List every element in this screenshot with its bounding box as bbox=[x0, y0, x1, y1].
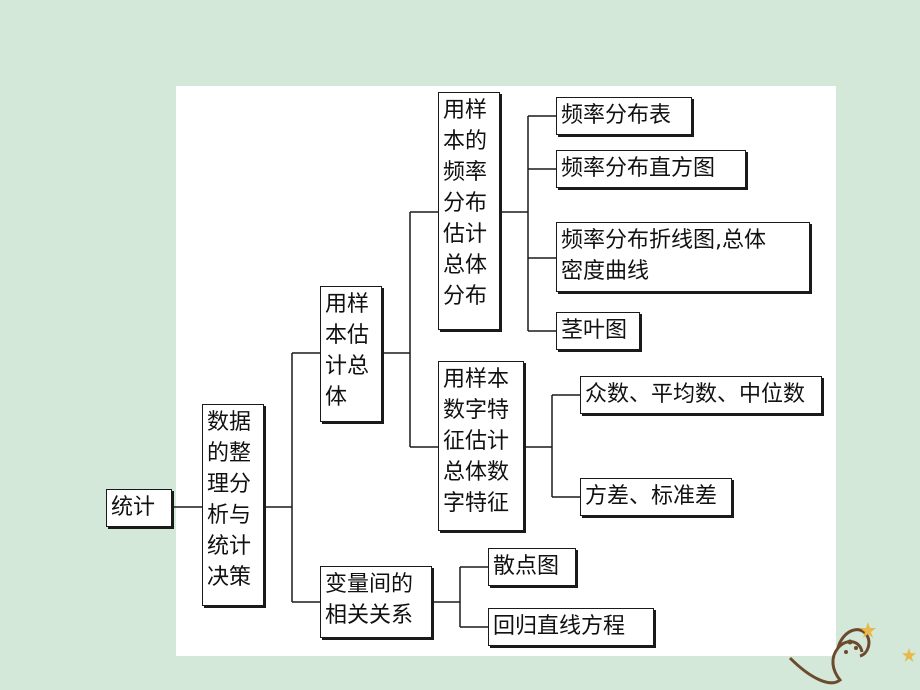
mushroom-decoration-icon bbox=[788, 628, 871, 685]
leaf-a1-3: 频率分布折线图,总体 密度曲线 bbox=[556, 222, 810, 292]
leaf-a2-1: 众数、平均数、中位数 bbox=[580, 376, 822, 414]
node-branch-b: 变量间的 相关关系 bbox=[320, 566, 432, 638]
leaf-a1-4: 茎叶图 bbox=[556, 312, 640, 350]
leaf-a1-1: 频率分布表 bbox=[556, 97, 692, 135]
node-sub-a2: 用样本 数字特 征估计 总体数 字特征 bbox=[438, 361, 524, 531]
node-branch-a: 用样 本估 计总 体 bbox=[320, 286, 382, 422]
node-level1: 数据 的整 理分 析与 统计 决策 bbox=[202, 404, 264, 606]
star-decoration-icon bbox=[902, 648, 916, 662]
node-root: 统计 bbox=[106, 489, 172, 527]
node-sub-a1: 用样 本的 频率 分布 估计 总体 分布 bbox=[438, 92, 500, 330]
leaf-a2-2: 方差、标准差 bbox=[580, 478, 732, 516]
leaf-a1-2: 频率分布直方图 bbox=[556, 150, 746, 188]
leaf-b-2: 回归直线方程 bbox=[488, 608, 654, 646]
leaf-b-1: 散点图 bbox=[488, 548, 576, 586]
star-decoration-icon bbox=[860, 622, 876, 638]
